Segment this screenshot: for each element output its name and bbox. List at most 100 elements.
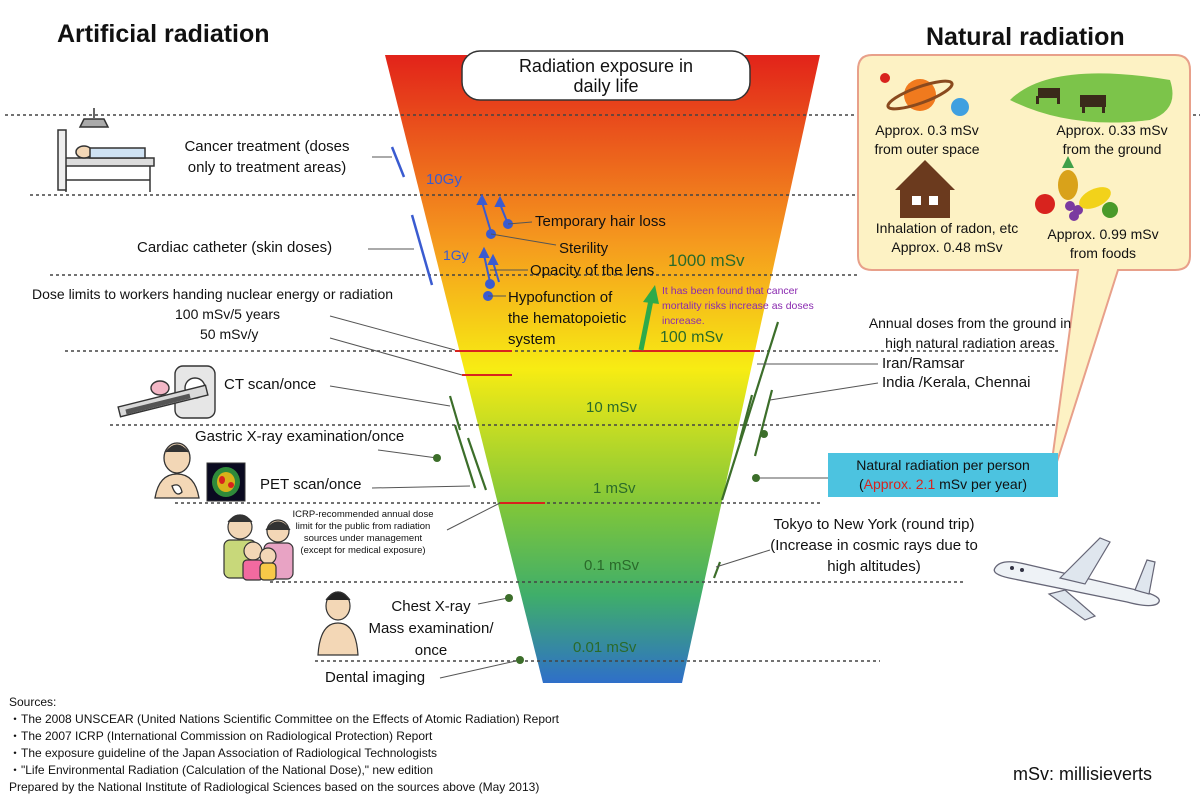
natural-leaders: [715, 363, 879, 568]
effect-hypofunction-line3: system: [508, 331, 556, 348]
funnel-title: Radiation exposure in daily life: [462, 56, 750, 96]
source-life-env: ・"Life Environmental Radiation (Calculat…: [9, 763, 434, 777]
radon-line2: Approx. 0.48 mSv: [891, 239, 1003, 255]
patient-bed-icon: [57, 108, 155, 192]
ground-line2: from the ground: [1062, 141, 1162, 157]
chest-xray-line3: once: [414, 642, 448, 659]
chest-xray-label: Chest X-ray Mass examination/ once: [352, 596, 510, 662]
prepared-by: Prepared by the National Institute of Ra…: [9, 780, 540, 794]
worker-dose-limit-line1: Dose limits to workers handing nuclear e…: [32, 286, 394, 302]
sources-block: Sources: ・The 2008 UNSCEAR (United Natio…: [9, 694, 559, 796]
icrp-line2: limit for the public from radiation: [295, 520, 431, 532]
radon-dose: Inhalation of radon, etc Approx. 0.48 mS…: [862, 219, 1032, 257]
family-icon: [223, 514, 294, 581]
scale-label-10gy: 10Gy: [426, 171, 462, 188]
source-icrp: ・The 2007 ICRP (International Commission…: [9, 729, 433, 743]
icrp-line4: (except for medical exposure): [300, 544, 426, 556]
annual-ground-line1: Annual doses from the ground in: [868, 315, 1072, 331]
effect-sterility: Sterility: [559, 240, 609, 257]
person-xray-icon: [154, 442, 200, 499]
effect-hypofunction-line2: the hematopoietic: [508, 310, 627, 327]
cardiac-catheter-label: Cardiac catheter (skin doses): [137, 239, 333, 256]
effect-hair-loss: Temporary hair loss: [535, 213, 666, 230]
ground-dose: Approx. 0.33 mSv from the ground: [1040, 121, 1184, 159]
icrp-dose-limit-label: ICRP-recommended annual dose limit for t…: [278, 509, 448, 557]
ct-scan-label: CT scan/once: [224, 376, 317, 393]
dental-imaging-label: Dental imaging: [325, 669, 426, 686]
scale-label-10msv: 10 mSv: [586, 399, 637, 416]
tokyo-line1: Tokyo to New York (round trip): [773, 516, 975, 533]
scale-label-0-01msv: 0.01 mSv: [573, 639, 637, 656]
artificial-leaders: [329, 315, 521, 679]
scale-label-1gy: 1Gy: [443, 247, 469, 263]
effect-lens-opacity: Opacity of the lens: [530, 262, 655, 279]
house-icon: [895, 160, 955, 218]
food-line2: from foods: [1069, 245, 1137, 261]
annual-ground-dose-label: Annual doses from the ground in high nat…: [852, 313, 1088, 353]
cancer-treatment-line2: only to treatment areas): [187, 159, 347, 176]
annual-ground-line2: high natural radiation areas: [885, 335, 1055, 351]
natural-radiation-heading: Natural radiation: [926, 23, 1125, 51]
radon-line1: Inhalation of radon, etc: [875, 220, 1019, 236]
scale-label-100msv: 100 mSv: [660, 329, 724, 346]
level-separators: [5, 114, 1200, 662]
effect-hypofunction: Hypofunction of the hematopoietic system: [508, 287, 626, 350]
ground-line1: Approx. 0.33 mSv: [1056, 122, 1168, 138]
artificial-dose-bars: [448, 395, 488, 491]
scale-label-0-1msv: 0.1 mSv: [584, 557, 640, 574]
high-dose-leaders: [368, 156, 414, 250]
sources-heading: Sources:: [9, 695, 57, 709]
natural-per-person-label: Natural radiation per person (Approx. 2.…: [828, 456, 1058, 494]
chest-xray-person-icon: [317, 591, 359, 656]
pet-brain-scan-icon: [206, 462, 246, 502]
tokyo-line3: high altitudes): [827, 558, 921, 575]
scale-label-1000msv: 1000 mSv: [668, 251, 745, 270]
natural-dots: [752, 430, 768, 482]
effect-hypofunction-line1: Hypofunction of: [508, 289, 613, 306]
planet-icon: [880, 73, 969, 116]
source-unscear: ・The 2008 UNSCEAR (United Nations Scient…: [9, 712, 560, 726]
chest-xray-line2: Mass examination/: [368, 620, 494, 637]
cows-on-ground-icon: [1010, 73, 1173, 123]
high-dose-bars: [390, 146, 434, 286]
airplane-icon: [993, 537, 1160, 621]
tokyo-new-york-label: Tokyo to New York (round trip) (Increase…: [758, 514, 990, 577]
worker-dose-limit-line2: 100 mSv/5 years: [175, 306, 281, 322]
funnel-title-box: [461, 50, 751, 101]
scale-label-1msv: 1 mSv: [593, 480, 636, 497]
cancer-risk-note-line1: It has been found that cancer: [662, 285, 799, 297]
funnel-title-line1: Radiation exposure in: [518, 56, 694, 76]
fruit-basket-icon: [1035, 156, 1118, 221]
artificial-radiation-heading: Artificial radiation: [57, 20, 270, 48]
iran-ramsar-label: Iran/Ramsar: [882, 355, 965, 372]
food-dose: Approx. 0.99 mSv from foods: [1036, 225, 1170, 263]
per-person-line1: Natural radiation per person: [856, 457, 1030, 473]
natural-sources-box: [857, 54, 1191, 491]
outer-space-line2: from outer space: [874, 141, 980, 157]
per-person-box: [828, 453, 1058, 497]
icrp-line1: ICRP-recommended annual dose: [292, 509, 434, 520]
cancer-risk-arrow: [638, 285, 659, 351]
ct-scanner-icon: [117, 365, 216, 419]
per-person-rest: mSv per year): [935, 476, 1028, 492]
outer-space-line1: Approx. 0.3 mSv: [875, 122, 979, 138]
food-line1: Approx. 0.99 mSv: [1047, 226, 1159, 242]
india-kerala-label: India /Kerala, Chennai: [882, 374, 1031, 391]
cancer-risk-note-line3: increase.: [662, 315, 705, 327]
pet-scan-label: PET scan/once: [260, 476, 362, 493]
cancer-risk-note: It has been found that cancer mortality …: [662, 284, 814, 329]
source-jart: ・The exposure guideline of the Japan Ass…: [9, 746, 438, 760]
icrp-line3: sources under management: [303, 532, 423, 544]
per-person-open: (: [858, 476, 864, 492]
funnel-title-line2: daily life: [573, 76, 639, 96]
cancer-treatment-label: Cancer treatment (doses only to treatmen…: [162, 136, 372, 178]
outer-space-dose: Approx. 0.3 mSv from outer space: [862, 121, 992, 159]
per-person-value: Approx. 2.1: [863, 476, 936, 492]
exposure-funnel: [385, 55, 820, 683]
natural-dose-bars: [712, 321, 780, 579]
gastric-xray-label: Gastric X-ray examination/once: [195, 428, 405, 445]
cancer-treatment-line1: Cancer treatment (doses: [184, 138, 350, 155]
unit-note: mSv: millisieverts: [1013, 764, 1153, 784]
dose-limit-marks: [455, 350, 760, 504]
